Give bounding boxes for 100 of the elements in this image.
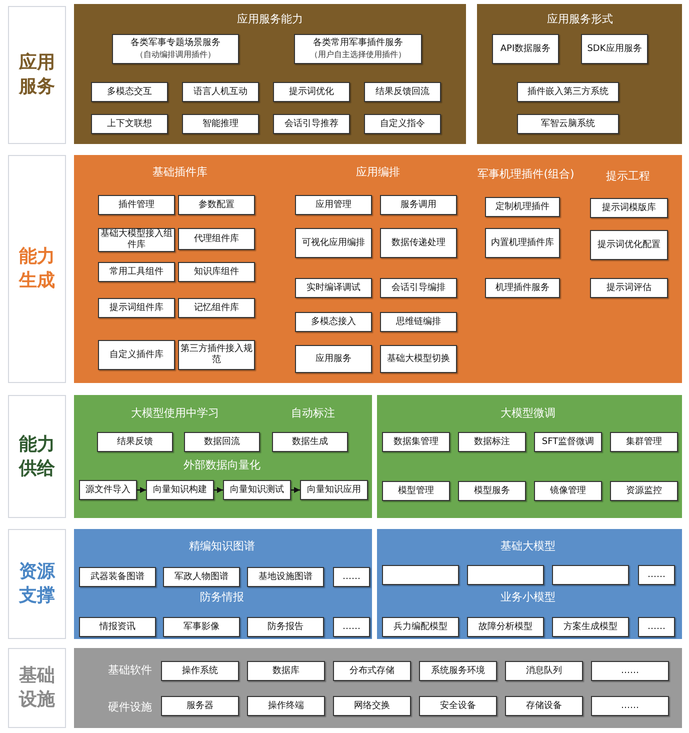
module-box: SFT监督微调 bbox=[534, 432, 602, 452]
module-box: 镜像管理 bbox=[534, 481, 602, 501]
empty-box bbox=[467, 565, 544, 585]
module-box: 消息队列 bbox=[505, 661, 583, 681]
module-box: 记忆组件库 bbox=[178, 298, 255, 318]
module-box: 集群管理 bbox=[610, 432, 678, 452]
module-box: 代理组件库 bbox=[178, 228, 255, 250]
module-box: 应用服务 bbox=[295, 345, 372, 373]
module-box bbox=[294, 34, 422, 64]
module-box bbox=[112, 34, 239, 64]
module-box: 可视化应用编排 bbox=[295, 228, 372, 258]
module-box: 操作系统 bbox=[161, 661, 239, 681]
section-heading: 硬件设施 bbox=[108, 700, 152, 714]
module-box: 数据传递处理 bbox=[380, 228, 457, 258]
module-box: 模型服务 bbox=[458, 481, 526, 501]
module-box: 基地设施图谱 bbox=[247, 567, 324, 587]
section-heading: 自动标注 bbox=[291, 406, 335, 420]
layer-panel bbox=[477, 4, 682, 144]
layer-panel bbox=[74, 529, 372, 639]
module-box: 军政人物图谱 bbox=[163, 567, 240, 587]
module-box: 常用工具组件 bbox=[98, 262, 175, 282]
module-box: 语言人机互动 bbox=[182, 82, 259, 102]
module-box: 会话引导编排 bbox=[380, 278, 457, 298]
section-heading: 提示工程 bbox=[606, 168, 650, 184]
module-box: 实时编译调试 bbox=[295, 278, 372, 298]
module-box: 内置机理插件库 bbox=[485, 228, 560, 258]
module-note: （自动编排调用插件） bbox=[136, 49, 216, 60]
section-heading: 精编知识图谱 bbox=[189, 538, 255, 554]
module-box: 应用管理 bbox=[295, 195, 372, 215]
layer-label: 资源支撑 bbox=[8, 529, 66, 639]
layer-label: 能力供给 bbox=[8, 395, 66, 518]
section-heading: 应用服务能力 bbox=[237, 12, 303, 26]
section-heading: 基础软件 bbox=[108, 662, 152, 678]
section-heading: 外部数据向量化 bbox=[184, 458, 260, 472]
module-box: 向量知识测试 bbox=[223, 480, 291, 500]
section-heading: 大模型微调 bbox=[500, 406, 556, 420]
module-box: 军智云脑系统 bbox=[517, 114, 619, 134]
module-note: （用户自主选择使用插件） bbox=[310, 49, 406, 60]
module-box: 兵力编配模型 bbox=[382, 617, 459, 637]
module-box: 插件嵌入第三方系统 bbox=[517, 82, 619, 102]
module-box: 系统服务环境 bbox=[419, 661, 497, 681]
section-heading: 大模型使用中学习 bbox=[131, 406, 219, 420]
module-box: 提示词组件库 bbox=[98, 298, 175, 318]
section-heading: 军事机理插件(组合) bbox=[478, 166, 574, 182]
layer-panel bbox=[74, 4, 466, 144]
empty-box bbox=[552, 565, 629, 585]
module-box: 定制机理插件 bbox=[485, 197, 560, 217]
module-box: 插件管理 bbox=[98, 195, 175, 215]
empty-box bbox=[382, 565, 459, 585]
module-box: 思维链编排 bbox=[380, 312, 457, 332]
module-box: 基础大模型切换 bbox=[380, 345, 457, 373]
module-box: 多模态交互 bbox=[91, 82, 168, 102]
module-box: 操作终端 bbox=[247, 696, 325, 716]
module-box: 机理插件服务 bbox=[485, 278, 560, 298]
layer-label: 应用服务 bbox=[8, 6, 66, 144]
module-box: 源文件导入 bbox=[79, 480, 137, 500]
module-box: 数据标注 bbox=[458, 432, 526, 452]
module-box: 资源监控 bbox=[610, 481, 678, 501]
section-heading: 应用服务形式 bbox=[547, 12, 613, 26]
layer-panel bbox=[74, 648, 682, 728]
module-box: SDK应用服务 bbox=[581, 34, 648, 64]
module-box: 安全设备 bbox=[419, 696, 497, 716]
module-box: 参数配置 bbox=[178, 195, 255, 215]
section-heading: 基础大模型 bbox=[500, 538, 556, 554]
layer-label: 能力生成 bbox=[8, 155, 66, 383]
module-box: 提示词优化配置 bbox=[590, 230, 668, 260]
section-heading: 应用编排 bbox=[356, 164, 400, 180]
module-title: 各类军事专题场景服务 bbox=[130, 38, 220, 49]
arrow bbox=[291, 487, 300, 493]
layer-panel bbox=[377, 529, 682, 639]
module-box: 结果反馈回流 bbox=[364, 82, 441, 102]
section-heading: 防务情报 bbox=[200, 590, 244, 604]
module-box: 多模态接入 bbox=[295, 312, 372, 332]
module-box: 存储设备 bbox=[505, 696, 583, 716]
module-box: 数据回流 bbox=[184, 432, 260, 452]
module-box: 向量知识构建 bbox=[146, 480, 214, 500]
module-box: 故障分析模型 bbox=[467, 617, 544, 637]
module-box: 分布式存储 bbox=[333, 661, 411, 681]
layer-label: 基础设施 bbox=[8, 648, 66, 728]
module-box: …… bbox=[591, 661, 669, 681]
arrow bbox=[137, 487, 146, 493]
module-box: 提示词模版库 bbox=[590, 198, 668, 218]
module-box: 提示词优化 bbox=[273, 82, 350, 102]
module-box: 方案生成模型 bbox=[552, 617, 629, 637]
module-box: 数据生成 bbox=[272, 432, 348, 452]
module-box: …… bbox=[638, 617, 675, 637]
module-box: 知识库组件 bbox=[178, 262, 255, 282]
module-box: 服务调用 bbox=[380, 195, 457, 215]
module-box: …… bbox=[333, 617, 370, 637]
module-box: 提示词评估 bbox=[590, 278, 668, 298]
module-box: 防务报告 bbox=[247, 617, 324, 637]
module-box: 军事影像 bbox=[163, 617, 240, 637]
module-box: 向量知识应用 bbox=[300, 480, 368, 500]
module-title: 各类常用军事插件服务 bbox=[313, 38, 403, 49]
layer-panel bbox=[377, 395, 682, 518]
module-box: 网络交换 bbox=[333, 696, 411, 716]
section-heading: 基础插件库 bbox=[152, 164, 208, 180]
arrow bbox=[214, 487, 223, 493]
module-box: 自定义指令 bbox=[364, 114, 441, 134]
module-box: 模型管理 bbox=[382, 481, 450, 501]
